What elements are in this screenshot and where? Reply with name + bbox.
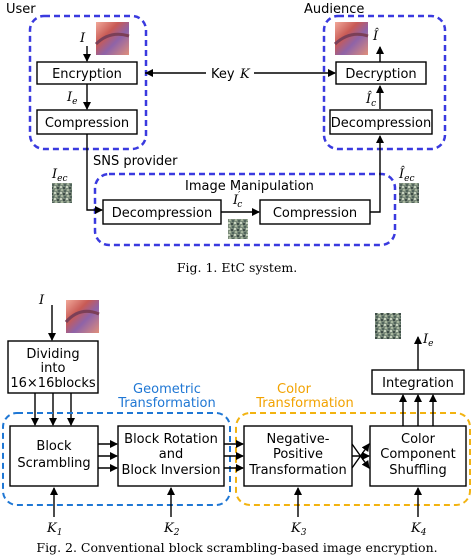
color-shuffling-line1: Color — [401, 432, 436, 447]
thumbnail-texture — [94, 32, 130, 46]
fig1-caption: Fig. 1. EtC system. — [177, 260, 297, 275]
fig2: I Dividing into 16×16blocks Geometric Tr… — [2, 293, 471, 555]
dividing-box — [7, 340, 99, 394]
var-I: I — [79, 31, 86, 46]
k4-label: K4 — [410, 521, 427, 538]
block-rotation-line2: and — [159, 447, 183, 462]
color-label-line1: Color — [277, 382, 312, 397]
received-image-thumbnail — [399, 183, 419, 203]
compression-user-label: Compression — [45, 116, 129, 131]
key-var: K — [239, 67, 251, 82]
block-scrambling-line1: Block — [36, 439, 72, 454]
fig2-output-thumbnail — [375, 313, 401, 339]
decompression-audience-label: Decompression — [331, 116, 431, 131]
var-Ic-hat: Îc — [365, 91, 376, 109]
dividing-line3: 16×16blocks — [10, 376, 95, 391]
output-var-Ie: Ie — [422, 332, 433, 349]
arrow-sns-to-audience — [370, 135, 384, 213]
var-Ie: Ie — [66, 90, 77, 107]
var-I-hat: Î — [372, 28, 379, 44]
color-shuffling-box — [369, 425, 467, 487]
geometric-label-line1: Geometric — [133, 382, 201, 397]
arrow-compression-to-sns — [86, 134, 103, 214]
var-Iec-hat: Îec — [398, 166, 415, 184]
negative-positive-line3: Transformation — [248, 463, 347, 478]
arrow-neg-cc-3 — [351, 443, 370, 469]
block-rotation-line3: Block Inversion — [122, 463, 221, 478]
block-rotation-line1: Block Rotation — [124, 432, 218, 447]
geometric-label-line2: Transformation — [117, 396, 216, 411]
k3-label: K3 — [290, 521, 307, 538]
k2-label: K2 — [163, 521, 180, 538]
var-Iec: Iec — [51, 167, 68, 184]
image-manipulation-label: Image Manipulation — [185, 179, 314, 194]
integration-label: Integration — [382, 376, 454, 391]
output-thumbnail-texture — [333, 32, 369, 46]
encryption-label: Encryption — [52, 67, 122, 82]
fig2-thumbnail-texture — [64, 309, 100, 324]
decryption-label: Decryption — [345, 67, 416, 82]
dividing-line1: Dividing — [26, 347, 79, 362]
encrypted-image-thumbnail — [52, 183, 72, 203]
manipulated-image-thumbnail — [228, 219, 248, 239]
k1-label: K1 — [46, 521, 62, 538]
color-shuffling-line3: Shuffling — [389, 463, 446, 478]
negative-positive-line1: Negative- — [266, 432, 329, 447]
block-scrambling-box — [9, 425, 99, 487]
dividing-line2: into — [41, 361, 66, 376]
color-shuffling-line2: Component — [380, 447, 455, 462]
user-container — [28, 14, 148, 151]
key-label: Key — [211, 67, 235, 82]
var-Ic-prime: I′c — [232, 191, 242, 210]
key-arrow-left-head — [145, 69, 153, 77]
compression-user-box — [36, 109, 138, 135]
decompression-sns-label: Decompression — [112, 206, 212, 221]
fig2-caption: Fig. 2. Conventional block scrambling-ba… — [36, 540, 437, 555]
input-var-I: I — [38, 293, 45, 308]
decompression-audience-box — [329, 109, 433, 135]
decryption-box — [335, 61, 427, 85]
user-label: User — [6, 2, 36, 17]
fig1: User Audience SNS provider Image Manipul… — [6, 2, 447, 275]
audience-label: Audience — [304, 2, 364, 17]
negative-positive-line2: Positive — [273, 447, 323, 462]
compression-sns-label: Compression — [273, 206, 357, 221]
block-scrambling-line2: Scrambling — [17, 456, 90, 471]
geometric-container — [2, 412, 231, 506]
color-label-line2: Transformation — [255, 396, 354, 411]
sns-provider-label: SNS provider — [93, 154, 178, 169]
negative-positive-box — [243, 425, 353, 487]
integration-box — [371, 369, 465, 395]
